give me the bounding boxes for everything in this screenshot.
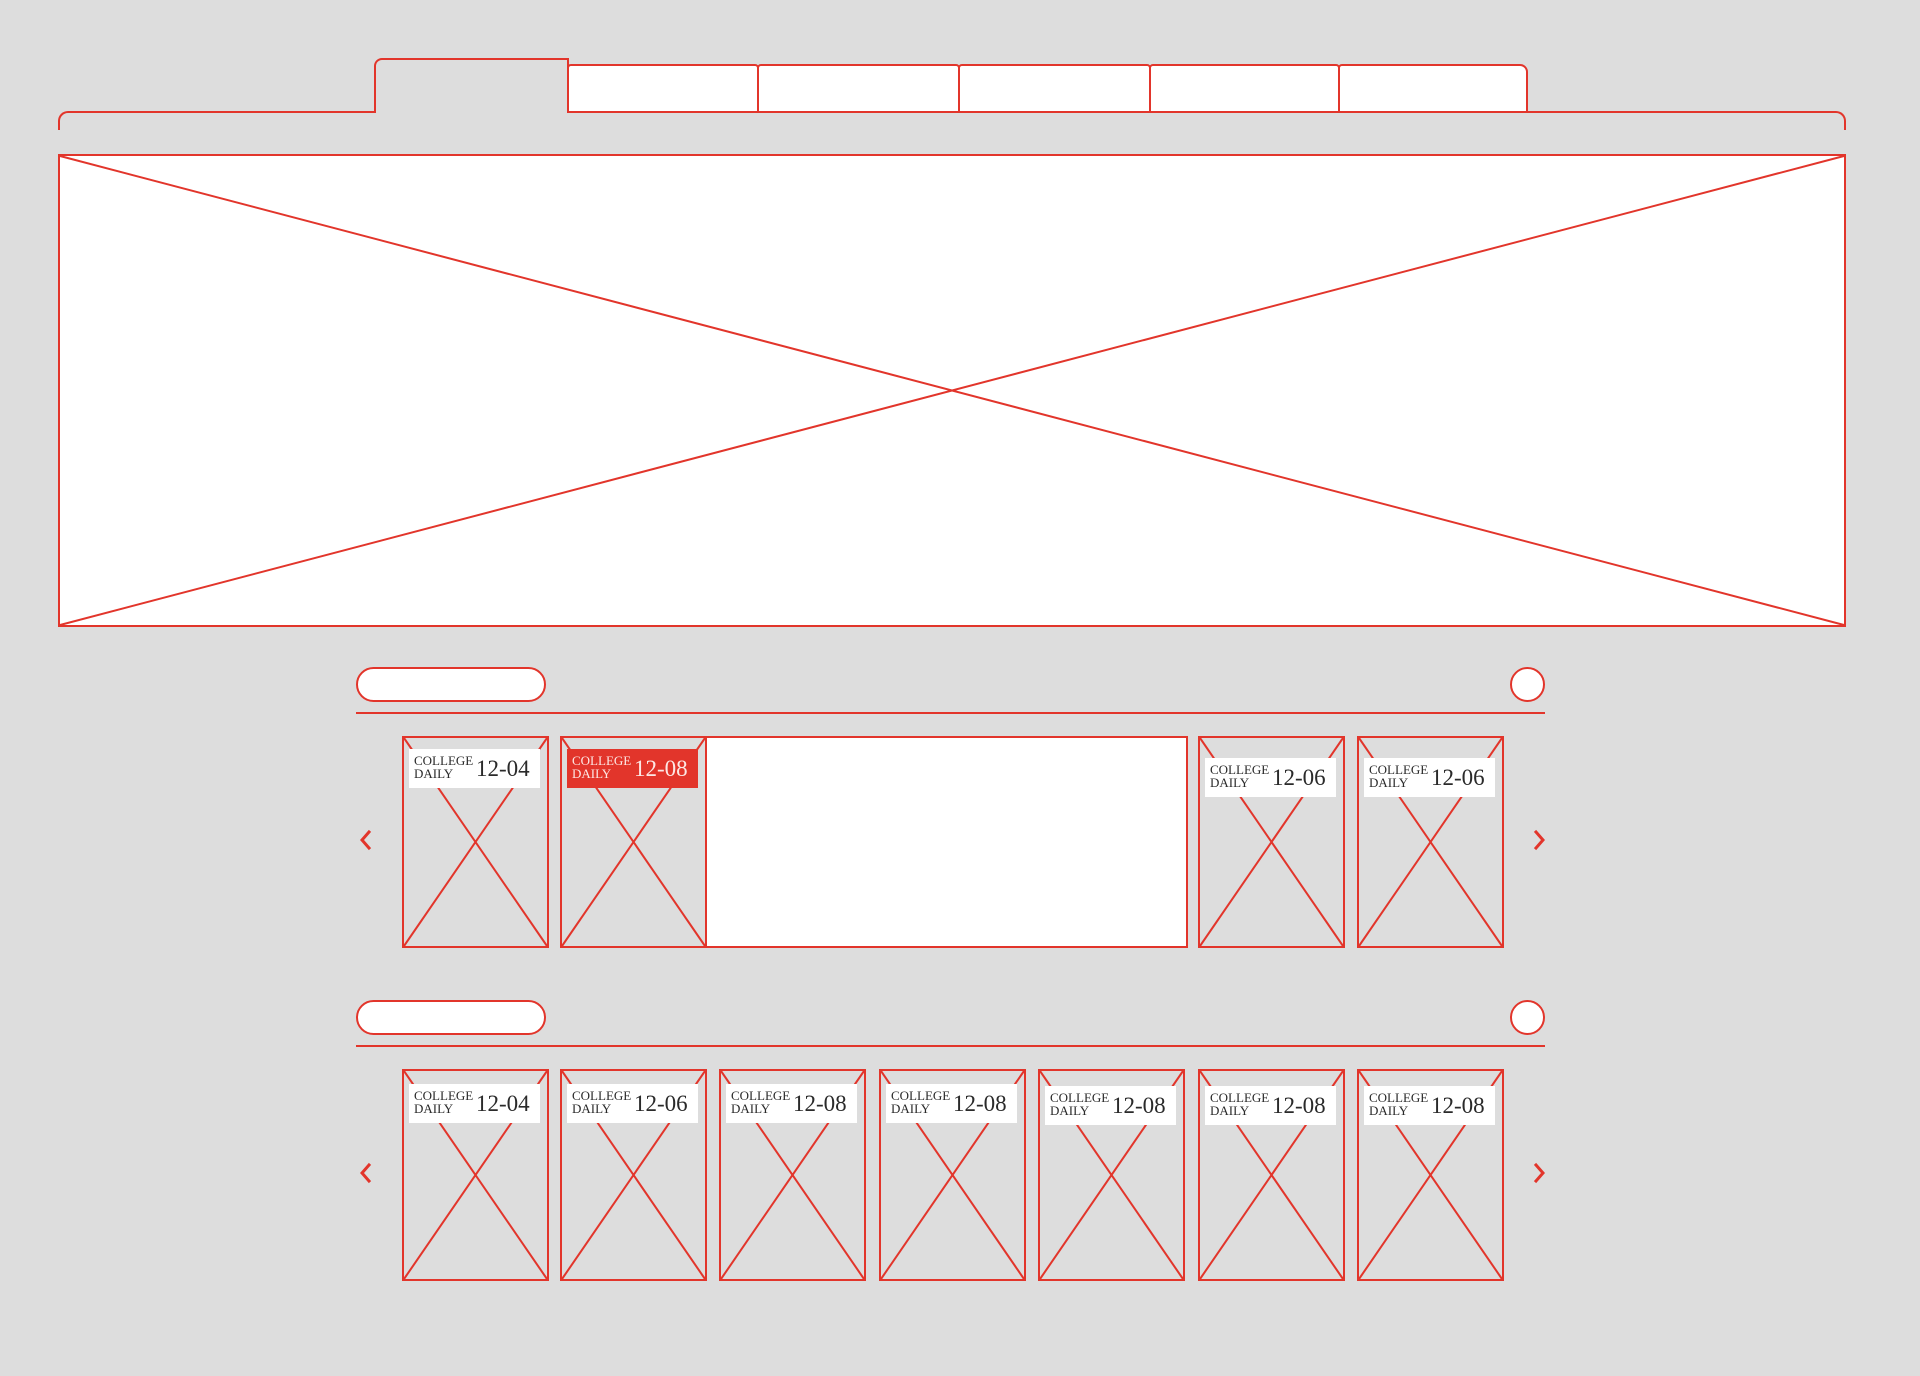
- card-date: 12-08: [1112, 1093, 1166, 1118]
- news-card[interactable]: COLLEGE DAILY 12-08: [719, 1069, 866, 1281]
- publisher-name: COLLEGE DAILY: [731, 1089, 790, 1115]
- publisher-name-line-2: DAILY: [414, 1101, 454, 1116]
- nav-baseline-left: [58, 111, 376, 130]
- section-divider: [356, 712, 1545, 714]
- publisher-name: COLLEGE DAILY: [1210, 763, 1269, 789]
- card-date: 12-04: [476, 1091, 530, 1116]
- carousel-prev-button[interactable]: [358, 829, 372, 851]
- publisher-name-line-1: COLLEGE: [1210, 762, 1270, 777]
- publisher-name-line-2: DAILY: [1369, 775, 1409, 790]
- publisher-name-line-1: COLLEGE: [1050, 1090, 1110, 1105]
- nav-tab-3[interactable]: [757, 64, 960, 113]
- publisher-name: COLLEGE DAILY: [572, 1089, 631, 1115]
- card-label: COLLEGE DAILY 12-06: [1205, 758, 1336, 797]
- chevron-right-icon: [1533, 1162, 1545, 1184]
- nav-tab-5[interactable]: [1149, 64, 1340, 113]
- card-label: COLLEGE DAILY 12-04: [409, 749, 540, 788]
- publisher-name-line-1: COLLEGE: [572, 753, 632, 768]
- publisher-name-line-2: DAILY: [731, 1101, 771, 1116]
- publisher-name-line-2: DAILY: [1210, 775, 1250, 790]
- card-date: 12-08: [1431, 1093, 1485, 1118]
- carousel-prev-button[interactable]: [358, 1162, 372, 1184]
- publisher-name-line-1: COLLEGE: [1369, 762, 1429, 777]
- nav-tab-1[interactable]: [374, 58, 569, 113]
- featured-card[interactable]: COLLEGE DAILY 12-08: [560, 736, 1188, 948]
- card-date: 12-08: [953, 1091, 1007, 1116]
- card-date: 12-08: [634, 756, 688, 781]
- section-more-button[interactable]: [1510, 667, 1545, 702]
- card-date: 12-06: [634, 1091, 688, 1116]
- featured-card-detail-panel: [707, 738, 1186, 946]
- news-card[interactable]: COLLEGE DAILY 12-06: [560, 1069, 707, 1281]
- publisher-name-line-1: COLLEGE: [731, 1088, 791, 1103]
- card-label: COLLEGE DAILY 12-04: [409, 1084, 540, 1123]
- nav-tab-4[interactable]: [958, 64, 1151, 113]
- nav-tab-6[interactable]: [1338, 64, 1528, 113]
- section-heading-pill[interactable]: [356, 667, 546, 702]
- news-card[interactable]: COLLEGE DAILY 12-08: [1038, 1069, 1185, 1281]
- publisher-name-line-1: COLLEGE: [572, 1088, 632, 1103]
- card-date: 12-08: [793, 1091, 847, 1116]
- publisher-name: COLLEGE DAILY: [891, 1089, 950, 1115]
- news-card[interactable]: COLLEGE DAILY 12-04: [402, 1069, 549, 1281]
- card-date: 12-06: [1431, 765, 1485, 790]
- news-card[interactable]: COLLEGE DAILY 12-06: [1357, 736, 1504, 948]
- card-label: COLLEGE DAILY 12-08: [726, 1084, 857, 1123]
- publisher-name-line-1: COLLEGE: [1369, 1090, 1429, 1105]
- card-label: COLLEGE DAILY 12-06: [567, 1084, 698, 1123]
- publisher-name: COLLEGE DAILY: [572, 754, 631, 780]
- image-placeholder-icon: [60, 156, 1844, 625]
- publisher-name-line-2: DAILY: [414, 766, 454, 781]
- publisher-name-line-2: DAILY: [572, 1101, 612, 1116]
- news-card[interactable]: COLLEGE DAILY 12-04: [402, 736, 549, 948]
- publisher-name-line-1: COLLEGE: [414, 753, 474, 768]
- publisher-name-line-2: DAILY: [891, 1101, 931, 1116]
- card-date: 12-08: [1272, 1093, 1326, 1118]
- news-card[interactable]: COLLEGE DAILY 12-08: [879, 1069, 1026, 1281]
- publisher-name-line-2: DAILY: [1210, 1103, 1250, 1118]
- carousel-next-button[interactable]: [1533, 829, 1547, 851]
- card-date: 12-04: [476, 756, 530, 781]
- publisher-name-line-1: COLLEGE: [891, 1088, 951, 1103]
- card-date: 12-06: [1272, 765, 1326, 790]
- chevron-left-icon: [360, 1162, 372, 1184]
- card-label: COLLEGE DAILY 12-08: [1364, 1086, 1495, 1125]
- card-label: COLLEGE DAILY 12-06: [1364, 758, 1495, 797]
- publisher-name-line-2: DAILY: [572, 766, 612, 781]
- card-label: COLLEGE DAILY 12-08: [886, 1084, 1017, 1123]
- publisher-name: COLLEGE DAILY: [1369, 763, 1428, 789]
- hero-banner[interactable]: [58, 154, 1846, 627]
- section-more-button[interactable]: [1510, 1000, 1545, 1035]
- publisher-name: COLLEGE DAILY: [414, 754, 473, 780]
- publisher-name: COLLEGE DAILY: [414, 1089, 473, 1115]
- chevron-left-icon: [360, 829, 372, 851]
- section-divider: [356, 1045, 1545, 1047]
- news-card[interactable]: COLLEGE DAILY 12-08: [1198, 1069, 1345, 1281]
- featured-card-image[interactable]: COLLEGE DAILY 12-08: [560, 736, 707, 948]
- section-heading-pill[interactable]: [356, 1000, 546, 1035]
- chevron-right-icon: [1533, 829, 1545, 851]
- card-label: COLLEGE DAILY 12-08: [567, 749, 698, 788]
- news-card[interactable]: COLLEGE DAILY 12-08: [1357, 1069, 1504, 1281]
- publisher-name: COLLEGE DAILY: [1210, 1091, 1269, 1117]
- nav-tab-2[interactable]: [567, 64, 759, 113]
- publisher-name-line-2: DAILY: [1050, 1103, 1090, 1118]
- card-label: COLLEGE DAILY 12-08: [1045, 1086, 1176, 1125]
- publisher-name: COLLEGE DAILY: [1369, 1091, 1428, 1117]
- publisher-name-line-1: COLLEGE: [1210, 1090, 1270, 1105]
- card-label: COLLEGE DAILY 12-08: [1205, 1086, 1336, 1125]
- publisher-name-line-1: COLLEGE: [414, 1088, 474, 1103]
- publisher-name: COLLEGE DAILY: [1050, 1091, 1109, 1117]
- carousel-next-button[interactable]: [1533, 1162, 1547, 1184]
- publisher-name-line-2: DAILY: [1369, 1103, 1409, 1118]
- nav-baseline-right: [1526, 111, 1846, 130]
- news-card[interactable]: COLLEGE DAILY 12-06: [1198, 736, 1345, 948]
